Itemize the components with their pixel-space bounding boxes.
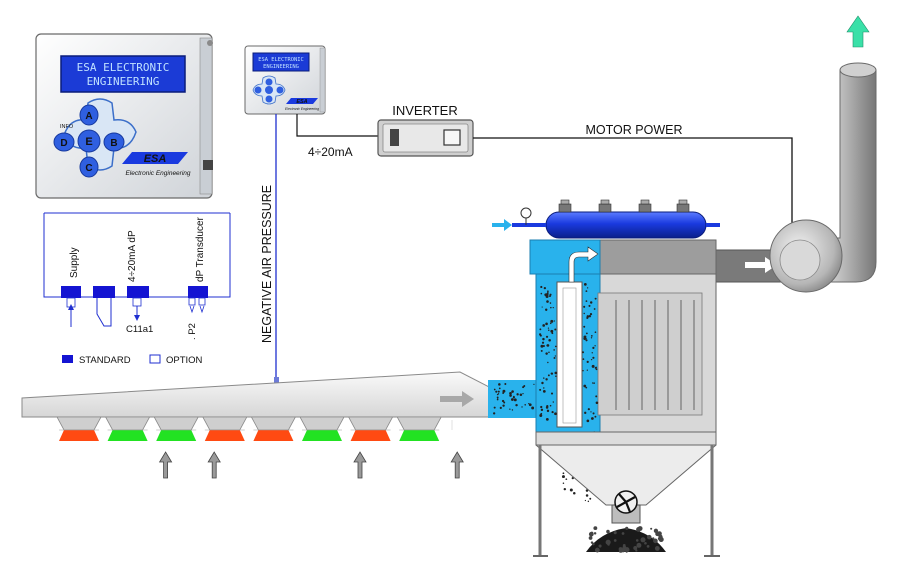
hopper-green bbox=[299, 416, 345, 441]
access-door-slats bbox=[615, 300, 695, 410]
controller-small: ESA ELECTRONIC ENGINEERING ESA Electroni… bbox=[244, 45, 326, 115]
supply-label: Supply bbox=[69, 247, 80, 278]
motor-power-line bbox=[473, 137, 793, 230]
keypad: A E D B C INFO bbox=[53, 98, 137, 178]
dust-collector bbox=[492, 199, 720, 557]
lcd-screen-small bbox=[252, 52, 310, 72]
legend-option-swatch bbox=[149, 354, 161, 364]
negative-air-pressure-label: NEGATIVE AIR PRESSURE bbox=[260, 185, 274, 343]
hopper-row bbox=[56, 416, 464, 479]
svg-text:Electronic Engineering: Electronic Engineering bbox=[285, 107, 319, 111]
svg-text:D: D bbox=[60, 138, 67, 149]
blowpipe-arrow bbox=[568, 246, 599, 283]
key-left-button[interactable]: D bbox=[53, 132, 75, 152]
hopper-green bbox=[153, 416, 199, 441]
diaphragm-valve bbox=[598, 199, 612, 213]
current-signal-label: 4÷20mA bbox=[308, 145, 353, 159]
intake-arrow bbox=[207, 451, 221, 479]
svg-text:A: A bbox=[85, 111, 92, 122]
legend-option-label: OPTION bbox=[166, 355, 203, 366]
lcd-line2-large: ENGINEERING bbox=[87, 75, 160, 88]
exhaust-pipe bbox=[715, 15, 877, 293]
suction-duct bbox=[21, 371, 496, 418]
svg-text:ESA ELECTRONIC: ESA ELECTRONIC bbox=[258, 57, 303, 63]
keypad-small bbox=[252, 75, 286, 105]
key-right-button[interactable]: B bbox=[103, 132, 125, 152]
hopper-red bbox=[202, 416, 248, 441]
intake-arrow bbox=[450, 451, 464, 479]
legend: STANDARD OPTION bbox=[62, 354, 203, 366]
relay-terminal bbox=[93, 286, 115, 298]
dp-transducer-label: dP Transducer bbox=[195, 216, 206, 282]
current-dp-label: 4÷20mA dP bbox=[127, 230, 138, 282]
rotary-valve bbox=[611, 490, 641, 524]
key-info-label: INFO bbox=[60, 124, 74, 130]
c11a1-label: C11a1 bbox=[126, 324, 153, 335]
svg-text:ESA: ESA bbox=[296, 99, 307, 105]
intake-arrow bbox=[158, 451, 173, 479]
diaphragm-valve bbox=[676, 199, 690, 213]
controller-large: ESA ELECTRONIC ENGINEERING A E D B bbox=[35, 33, 213, 199]
hopper-green bbox=[104, 416, 151, 441]
svg-text:ESA: ESA bbox=[144, 153, 167, 165]
key-down-button[interactable]: C bbox=[79, 156, 99, 178]
motor-power-label: MOTOR POWER bbox=[586, 123, 683, 137]
p2-label: . P2 bbox=[187, 323, 198, 340]
duct-flow-arrow bbox=[440, 391, 474, 407]
current-terminal bbox=[127, 286, 149, 298]
legend-standard-swatch bbox=[62, 355, 73, 363]
air-supply-arrow bbox=[492, 219, 512, 231]
legend-standard-label: STANDARD bbox=[79, 355, 131, 366]
hopper-red bbox=[347, 416, 394, 441]
dust-pile bbox=[586, 526, 666, 553]
exhaust-arrow bbox=[846, 15, 870, 48]
current-signal-line bbox=[296, 114, 378, 137]
hopper-green bbox=[396, 416, 442, 441]
svg-text:E: E bbox=[85, 136, 92, 148]
supply-terminal bbox=[61, 286, 81, 298]
outlet-flow-arrow bbox=[745, 257, 777, 273]
inverter: INVERTER bbox=[377, 103, 474, 157]
svg-text:C: C bbox=[85, 163, 92, 174]
pulse-jet-tank bbox=[492, 207, 720, 239]
inverter-label: INVERTER bbox=[392, 103, 458, 118]
esa-logo-large: ESA Electronic Engineering bbox=[122, 152, 191, 177]
lcd-screen-large bbox=[60, 55, 186, 93]
svg-text:ENGINEERING: ENGINEERING bbox=[263, 64, 299, 70]
intake-arrow bbox=[353, 451, 367, 479]
filter-bag bbox=[556, 281, 583, 428]
hopper-red bbox=[56, 416, 102, 441]
diaphragm-valve bbox=[558, 199, 572, 213]
svg-text:Electronic Engineering: Electronic Engineering bbox=[125, 170, 190, 177]
key-center-button[interactable]: E bbox=[77, 129, 101, 153]
svg-text:B: B bbox=[110, 138, 117, 149]
key-up-button[interactable]: A bbox=[79, 104, 99, 126]
wiring-diagram: Supply 4÷20mA dP dP Transducer C11a1 . P… bbox=[43, 212, 231, 340]
lcd-line1-large: ESA ELECTRONIC bbox=[77, 61, 170, 74]
diaphragm-valves bbox=[558, 199, 690, 213]
pressure-gauge bbox=[520, 207, 532, 219]
diaphragm-valve bbox=[638, 199, 652, 213]
transducer-terminal bbox=[188, 286, 208, 298]
hopper-red bbox=[250, 416, 297, 441]
